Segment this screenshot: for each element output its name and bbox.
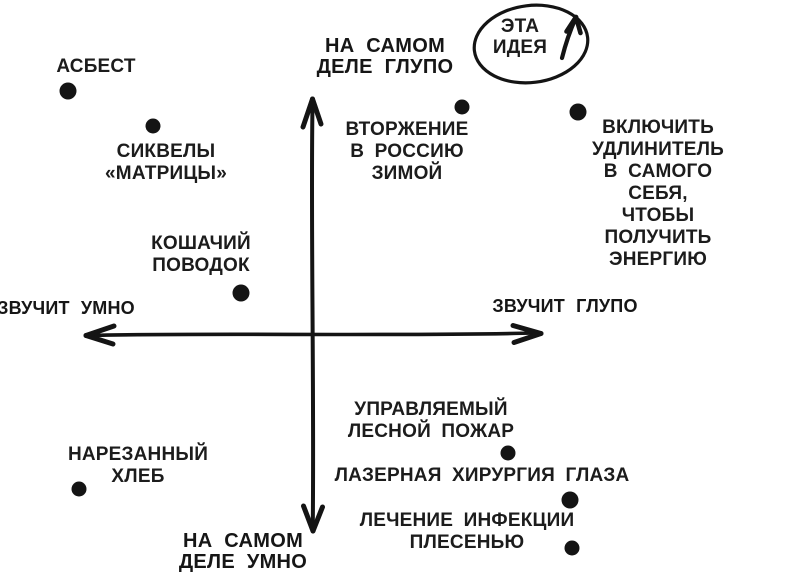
y-axis-line: [300, 96, 325, 534]
this-idea-label: ЭТА ИДЕЯ: [492, 16, 548, 58]
data-point-dot-mold-infection: [564, 540, 580, 556]
y-axis-bottom-label: НА САМОМ ДЕЛЕ УМНО: [178, 530, 308, 573]
this-idea-bubble: [472, 3, 590, 85]
data-point-label-matrix-sequels: СИКВЕЛЫ «МАТРИЦЫ»: [105, 141, 227, 184]
left-arrowhead-icon: [83, 323, 117, 347]
idea-circle-outline: [472, 3, 590, 85]
data-point-label-mold-infection: ЛЕЧЕНИЕ ИНФЕКЦИИ ПЛЕСЕНЬЮ: [359, 510, 575, 553]
data-point-dot-laser-eye-surgery: [561, 491, 579, 509]
right-arrowhead-icon: [510, 323, 544, 345]
x-axis-right-label: ЗВУЧИТ ГЛУПО: [492, 296, 638, 316]
data-point-dot-asbestos: [59, 82, 77, 100]
data-point-label-cat-leash: КОШАЧИЙ ПОВОДОК: [151, 233, 251, 276]
data-point-label-extension-cord: ВКЛЮЧИТЬ УДЛИНИТЕЛЬ В САМОГО СЕБЯ, ЧТОБЫ…: [591, 117, 725, 270]
y-axis-top-label: НА САМОМ ДЕЛЕ ГЛУПО: [316, 35, 454, 78]
data-point-dot-extension-cord: [569, 103, 587, 121]
data-point-label-sliced-bread: НАРЕЗАННЫЙ ХЛЕБ: [67, 444, 209, 487]
x-axis-left-label: ЗВУЧИТ УМНО: [0, 298, 135, 318]
idea-up-arrow-icon: [559, 14, 583, 61]
down-arrowhead-icon: [301, 503, 325, 534]
data-point-dot-sliced-bread: [71, 481, 87, 497]
x-axis-line: [83, 323, 544, 347]
data-point-label-forest-fire: УПРАВЛЯЕМЫЙ ЛЕСНОЙ ПОЖАР: [347, 399, 515, 442]
data-point-label-asbestos: АСБЕСТ: [56, 56, 136, 77]
up-arrowhead-icon: [300, 96, 324, 130]
data-point-dot-cat-leash: [232, 284, 250, 302]
data-point-label-laser-eye-surgery: ЛАЗЕРНАЯ ХИРУРГИЯ ГЛАЗА: [334, 465, 630, 486]
data-point-label-invade-russia: ВТОРЖЕНИЕ В РОССИЮ ЗИМОЙ: [345, 119, 469, 184]
data-point-dot-matrix-sequels: [145, 118, 161, 134]
data-point-dot-forest-fire: [500, 445, 516, 461]
data-point-dot-invade-russia: [454, 99, 470, 115]
